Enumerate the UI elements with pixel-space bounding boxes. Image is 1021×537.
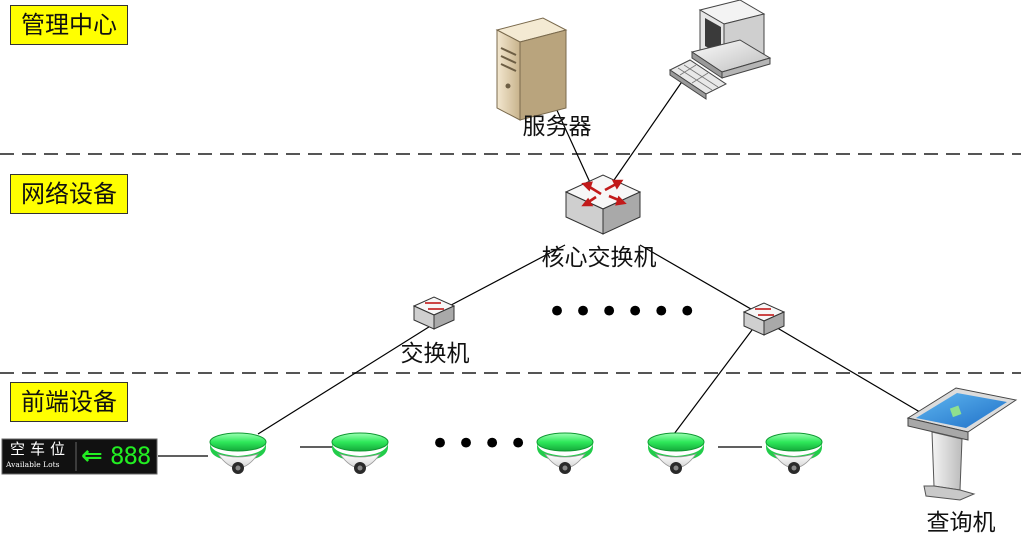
sign-title: 空车位 <box>10 440 71 458</box>
sign-count: 888 <box>110 442 151 470</box>
link-switch-left-camera <box>257 324 433 435</box>
camera-2-icon <box>331 432 389 474</box>
camera-3-icon <box>536 432 594 474</box>
connection-lines <box>158 59 931 457</box>
link-switch-right-camera <box>673 329 753 435</box>
tier-label-network: 网络设备 <box>10 174 128 214</box>
sign-subtitle: Available Lots <box>6 460 60 469</box>
core-switch-icon <box>564 174 642 235</box>
link-switch-right-kiosk <box>773 325 931 419</box>
query-kiosk-icon <box>906 387 1018 501</box>
server-icon <box>495 17 568 121</box>
camera-5-icon <box>765 432 823 474</box>
kiosk-label: 查询机 <box>926 510 996 536</box>
server-label: 服务器 <box>522 114 592 140</box>
ellipsis-switches: •••••• <box>547 292 704 332</box>
switch-right-icon <box>742 302 786 336</box>
switch-label: 交换机 <box>400 341 470 367</box>
camera-1-icon <box>209 432 267 474</box>
link-pc-core <box>602 69 691 197</box>
core-switch-label: 核心交换机 <box>541 245 657 271</box>
desktop-pc-icon <box>669 0 772 100</box>
parking-sign <box>1 438 158 475</box>
camera-4-icon <box>647 432 705 474</box>
tier-label-frontend: 前端设备 <box>10 382 128 422</box>
tier-label-management: 管理中心 <box>10 5 128 45</box>
sign-arrow-icon: ⇐ <box>81 441 103 471</box>
switch-left-icon <box>412 296 456 330</box>
link-core-switch-left <box>435 244 566 314</box>
link-core-switch-right <box>639 244 764 317</box>
